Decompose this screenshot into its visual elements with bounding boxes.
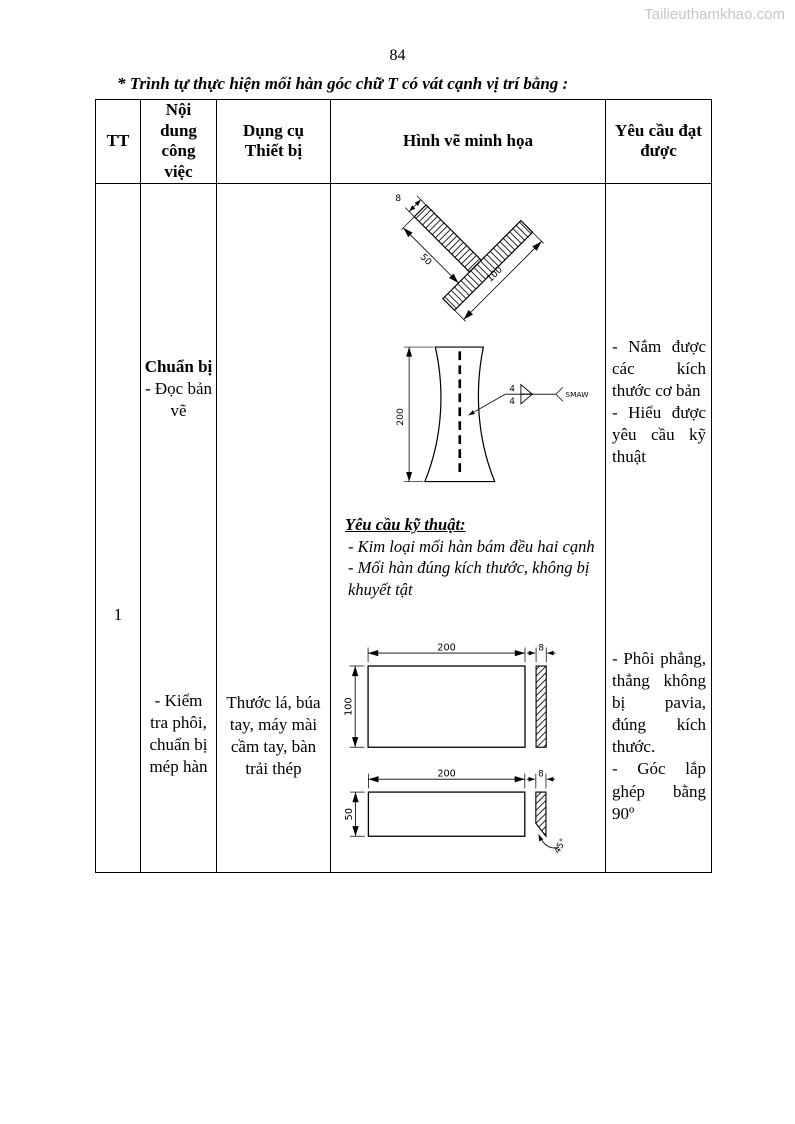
dim-web-length-label: 50 [418, 252, 434, 268]
bevel-angle-arc [538, 834, 559, 849]
weld-process-label: SMAW [565, 390, 589, 399]
table-row: 1 Chuẩn bị - Đọc bản vẽ - Kiểm tra phôi,… [95, 182, 712, 873]
requirements-step1: - Nắm được các kích thước cơ bản - Hiểu … [612, 336, 706, 469]
flange-plate-outline [367, 665, 526, 748]
dim-thickness-label: 8 [538, 769, 544, 779]
dim-width-label: 200 [437, 642, 456, 653]
drawing-flange-plate: 200 100 [343, 642, 556, 748]
dim-flange-length [454, 231, 544, 322]
dim-width [368, 773, 526, 789]
row-number: 1 [113, 604, 123, 624]
procedure-table: TT Nội dung công việc Dụng cụ Thiết bị H… [95, 99, 712, 873]
col-header-requirement: Yêu cầu đạt được [605, 99, 712, 184]
task-step1: Chuẩn bị - Đọc bản vẽ [141, 356, 216, 422]
dim-height [350, 791, 365, 837]
requirement-item: - Góc lắp ghép bằng 90º [612, 759, 706, 823]
web-plate-edge [535, 665, 547, 748]
cell-requirements: - Nắm được các kích thước cơ bản - Hiểu … [605, 182, 712, 873]
dim-plate-height [403, 346, 434, 482]
weld-symbol: 4 4 SMAW [468, 383, 589, 416]
dim-thickness [526, 647, 556, 663]
header-row: TT Nội dung công việc Dụng cụ Thiết bị H… [95, 99, 712, 184]
tools-text: Thước lá, búa tay, máy mài cầm tay, bàn … [226, 692, 321, 779]
dim-height-label: 50 [344, 808, 355, 820]
technical-requirements-title: Yêu cầu kỹ thuật: [345, 514, 466, 534]
drawing-tjoint-assembly: 8 50 100 [395, 193, 544, 322]
cell-tools: Thước lá, búa tay, máy mài cầm tay, bàn … [216, 182, 331, 873]
flange-plate-section [442, 219, 534, 312]
dim-web-thickness-label: 8 [395, 193, 401, 204]
task-step2: - Kiểm tra phôi, chuẩn bị mép hàn [149, 690, 208, 777]
watermark: Tailieuthamkhao.com [644, 6, 785, 23]
dim-web-thickness [404, 195, 427, 217]
cell-task: Chuẩn bị - Đọc bản vẽ - Kiểm tra phôi, c… [140, 182, 217, 873]
web-plate-edge-beveled [535, 791, 547, 838]
page-number: 84 [389, 47, 406, 64]
task-step1-detail: - Đọc bản vẽ [144, 379, 213, 421]
requirement-item: - Nắm được các kích thước cơ bản [612, 336, 706, 401]
weld-leader-arrow [468, 393, 506, 416]
col-header-tt: TT [95, 99, 141, 184]
technical-requirement-item: - Kim loại mối hàn bám đều hai cạnh [348, 536, 595, 556]
technical-requirement-item: - Mối hàn đúng kích thước, không bị khuy… [348, 558, 590, 600]
dim-plate-height-label: 200 [395, 408, 406, 426]
dim-thickness-label: 8 [538, 643, 544, 653]
dim-width [367, 647, 526, 663]
weld-tail-fork [555, 386, 564, 395]
cell-drawing: 8 50 100 [330, 182, 606, 873]
drawing-web-plate: 200 50 [344, 768, 569, 855]
technical-requirements: Yêu cầu kỹ thuật: - Kim loại mối hàn bám… [345, 514, 597, 601]
bevel-angle-label: 45° [553, 837, 569, 855]
requirement-item: - Hiểu được yêu cầu kỹ thuật [612, 403, 706, 467]
dim-thickness [526, 773, 556, 789]
requirements-step2: - Phôi phẳng, thẳng không bị pavia, đúng… [612, 648, 706, 825]
dim-height [349, 665, 365, 748]
document-title: * Trình tự thực hiện mối hàn góc chữ T c… [117, 74, 569, 93]
dim-height-label: 100 [343, 697, 354, 716]
cell-tt: 1 [95, 182, 141, 873]
task-step1-title: Chuẩn bị [144, 356, 213, 376]
fillet-symbol-bottom [520, 393, 534, 405]
col-header-drawing: Hình vẽ minh họa [330, 99, 606, 184]
weld-size-bottom-label: 4 [509, 397, 515, 407]
col-header-tools: Dụng cụ Thiết bị [216, 99, 331, 184]
dim-width-label: 200 [437, 768, 455, 779]
drawing-front-view: 200 4 4 SMAW [395, 346, 589, 483]
weld-size-top-label: 4 [509, 385, 515, 395]
fillet-symbol-top [520, 383, 534, 395]
web-plate-outline [367, 791, 526, 837]
col-header-task: Nội dung công việc [140, 99, 217, 184]
requirement-item: - Phôi phẳng, thẳng không bị pavia, đúng… [612, 648, 706, 757]
weld-tail-fork [555, 393, 564, 402]
